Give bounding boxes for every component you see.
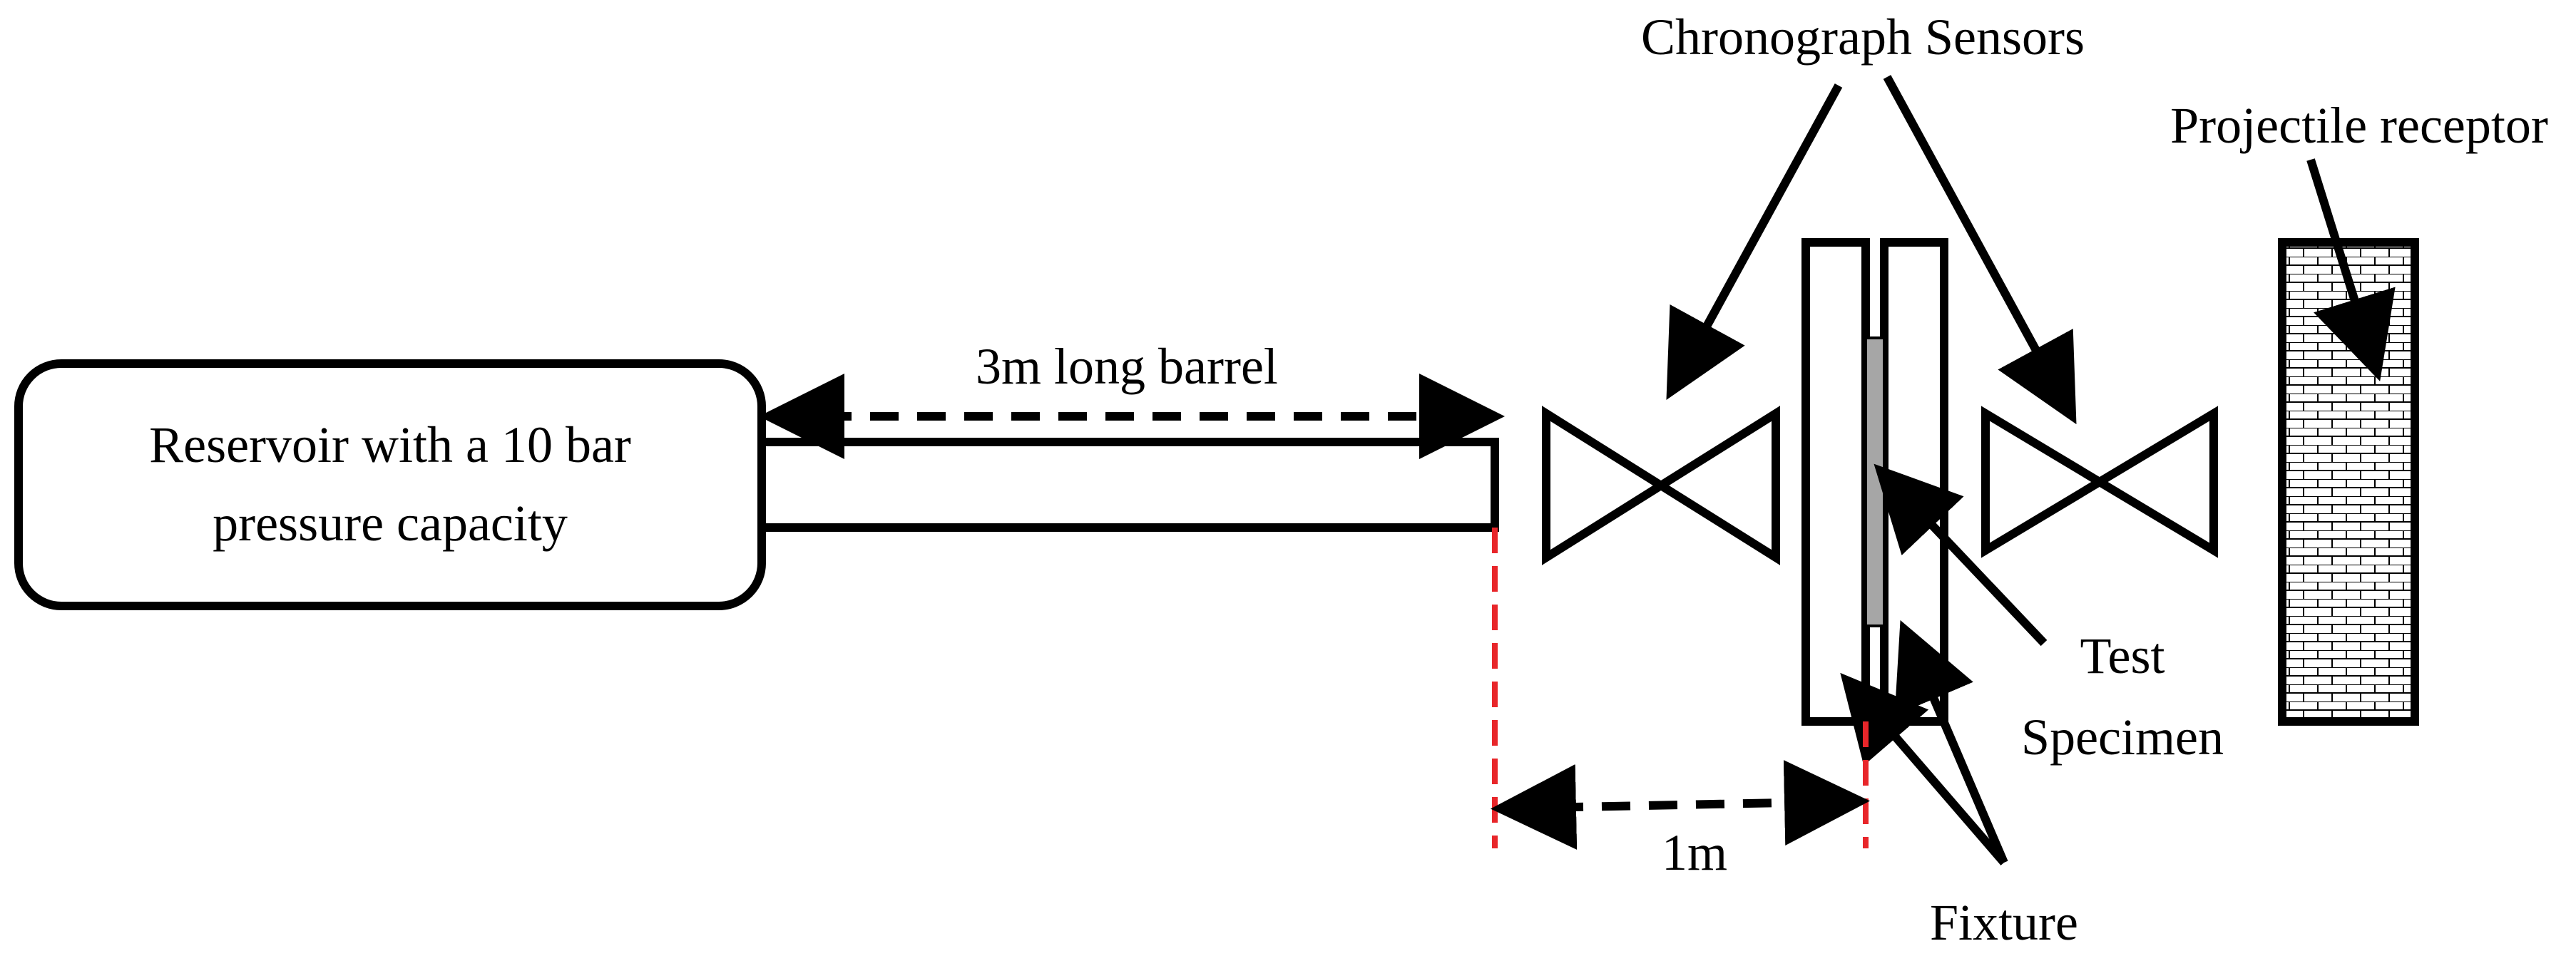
barrel-label: 3m long barrel bbox=[976, 338, 1278, 395]
chronograph-sensor-2 bbox=[1981, 406, 2218, 558]
fixture-pointer-arrow-right bbox=[1894, 620, 2008, 865]
distance-label: 1m bbox=[1662, 824, 1727, 881]
receptor-label: Projectile receptor bbox=[2170, 97, 2548, 154]
test-specimen bbox=[1864, 336, 1886, 627]
distance-arrow bbox=[1491, 759, 1870, 850]
projectile-receptor bbox=[2278, 238, 2419, 726]
fixture-pointer-arrow-left bbox=[1840, 672, 2008, 865]
sensor-2-pointer-arrow bbox=[1883, 75, 2077, 425]
specimen-label-line1: Test bbox=[2080, 627, 2165, 684]
reservoir-label-line1: Reservoir with a 10 bar bbox=[149, 416, 631, 473]
sensor-1-pointer-arrow bbox=[1666, 83, 1843, 401]
fixture-label: Fixture bbox=[1930, 894, 2078, 951]
sensors-label: Chronograph Sensors bbox=[1641, 9, 2085, 66]
specimen-pointer-arrow bbox=[1874, 463, 2048, 647]
barrel bbox=[762, 438, 1499, 532]
reservoir-label-line2: pressure capacity bbox=[213, 495, 568, 552]
receptor-pointer-arrow bbox=[2306, 158, 2396, 381]
specimen-label-line2: Specimen bbox=[2021, 709, 2224, 766]
reservoir: Reservoir with a 10 bar pressure capacit… bbox=[14, 359, 766, 610]
chronograph-sensor-1 bbox=[1542, 406, 1780, 565]
